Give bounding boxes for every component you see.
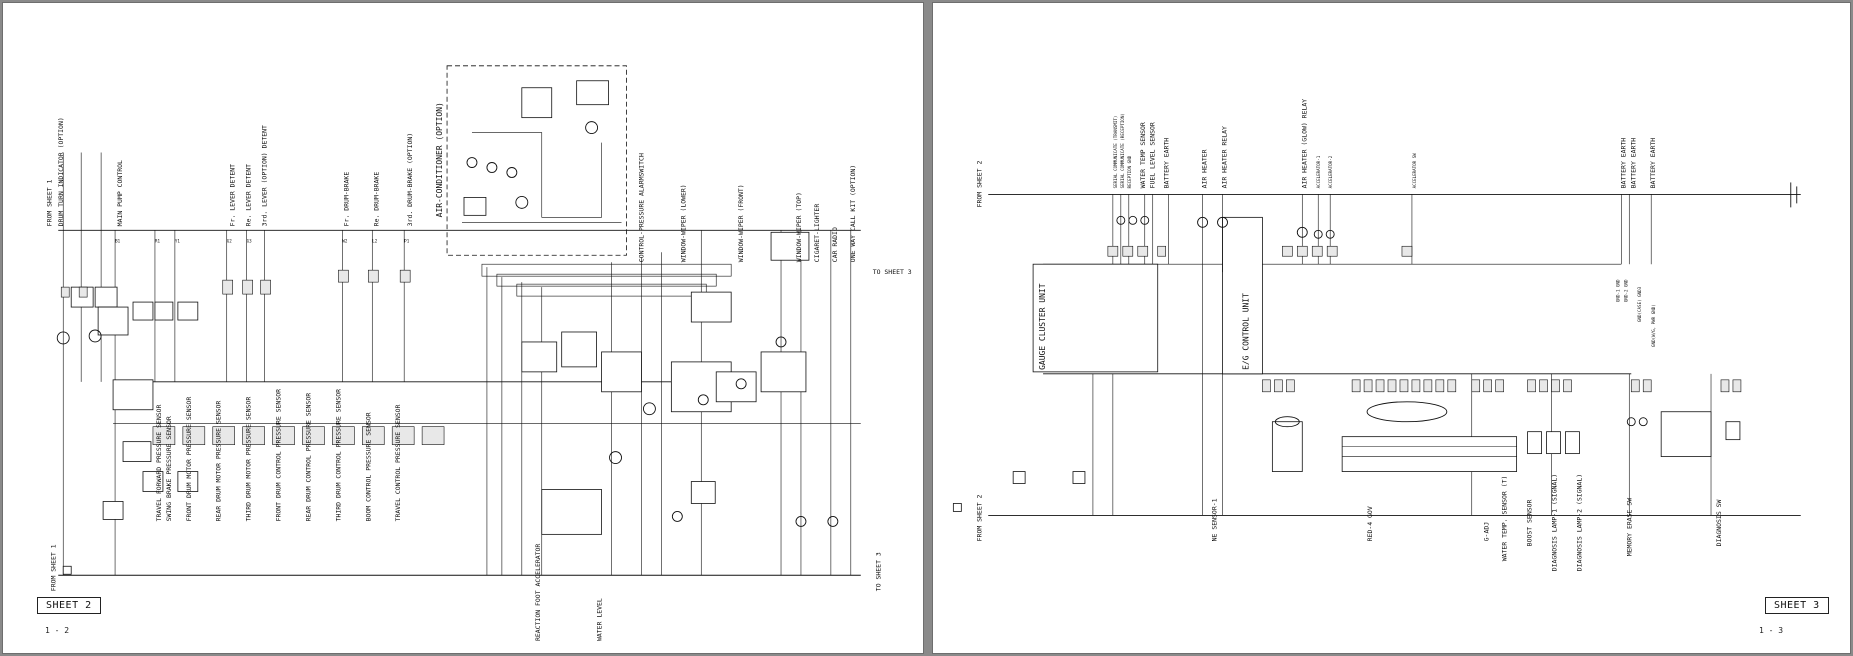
eg-control-unit-box bbox=[1222, 216, 1263, 375]
svg-text:L2: L2 bbox=[372, 238, 378, 243]
svg-text:R1: R1 bbox=[155, 238, 161, 243]
label-fr-drum-brake: Fr. DRUM-BRAKE bbox=[342, 172, 350, 227]
label-battery-earth: BATTERY EARTH bbox=[1629, 138, 1637, 189]
svg-text:G2: G2 bbox=[227, 238, 233, 243]
sensor-label: REAR DRUM CONTROL PRESSURE SENSOR bbox=[304, 393, 312, 522]
svg-text:P1: P1 bbox=[404, 238, 410, 243]
air-conditioner-circuit bbox=[462, 80, 622, 223]
label-boost-sensor: BOOST SENSOR bbox=[1526, 499, 1534, 546]
gnd-label: GND(W/G, PWR GND) bbox=[1651, 304, 1656, 347]
lower-components bbox=[952, 401, 1741, 512]
drum-turn-indicator-circuit bbox=[56, 286, 199, 345]
sensor-label: THIRD DRUM CONTROL PRESSURE SENSOR bbox=[334, 389, 342, 522]
gnd-label: GND-1 GND bbox=[1615, 279, 1620, 302]
page-number-left: 1 - 2 bbox=[45, 626, 70, 635]
top-branch-lines bbox=[62, 152, 852, 576]
wire-numbers: B1 R1 Y1 G2 G3 W2 L2 P1 bbox=[115, 238, 410, 243]
label-air-heater: AIR HEATER bbox=[1201, 149, 1209, 188]
from-sheet-2-bottom-label: FROM SHEET 2 bbox=[975, 495, 983, 542]
svg-text:B1: B1 bbox=[115, 238, 121, 243]
label-battery-earth: BATTERY EARTH bbox=[1163, 138, 1171, 189]
from-sheet-1-bottom-label: FROM SHEET 1 bbox=[49, 544, 57, 591]
sheet-2-label: SHEET 2 bbox=[37, 597, 101, 614]
sensor-label: FRONT DRUM MOTOR PRESSURE SENSOR bbox=[185, 397, 193, 522]
label-water-level: WATER LEVEL bbox=[596, 598, 604, 641]
gauge-cluster-unit-box bbox=[1032, 263, 1159, 373]
label-accelerator-2: ACCELERATOR-2 bbox=[1328, 155, 1333, 188]
sensor-connector-strip bbox=[152, 331, 656, 465]
label-re-drum-brake: Re. DRUM-BRAKE bbox=[372, 172, 380, 227]
label-red-4-gov: RED-4 GOV bbox=[1366, 506, 1374, 541]
label-reaction-foot-accelerator: REACTION FOOT ACCELERATOR bbox=[534, 544, 542, 641]
label-3rd-drum-brake: 3rd. DRUM-BRAKE (OPTION) bbox=[406, 133, 414, 226]
label-eg-control-unit: E/G CONTROL UNIT bbox=[1241, 293, 1250, 370]
page-number-right: 1 - 3 bbox=[1759, 626, 1784, 635]
sensor-label: SWING BRAKE PRESSURE SENSOR bbox=[165, 416, 173, 521]
connector-row bbox=[1262, 379, 1742, 393]
to-sheet-3-top-label: TO SHEET 3 bbox=[873, 268, 912, 276]
svg-text:W2: W2 bbox=[342, 238, 348, 243]
top-component-labels: FROM SHEET 2 SERIAL COMMUNICATE (TRANSMI… bbox=[975, 99, 1657, 208]
label-battery-earth: BATTERY EARTH bbox=[1649, 138, 1657, 189]
schematic-sheet-3: FROM SHEET 2 SERIAL COMMUNICATE (TRANSMI… bbox=[932, 2, 1851, 654]
sensor-label: THIRD DRUM MOTOR PRESSURE SENSOR bbox=[245, 397, 253, 522]
label-main-pump-control: MAIN PUMP CONTROL bbox=[116, 160, 124, 226]
label-water-temp-sensor-t: WATER TEMP. SENSOR (T) bbox=[1501, 476, 1509, 562]
top-components bbox=[1107, 215, 1413, 257]
controller-boxes bbox=[62, 379, 839, 575]
bottom-component-labels: FROM SHEET 2 NE SENSOR-1 RED-4 GOV G-ADJ… bbox=[975, 474, 1723, 571]
label-serial-transmit: SERIAL COMMUNICATE (TRANSMIT) bbox=[1113, 116, 1118, 189]
label-car-radio: CAR RADIO bbox=[831, 227, 839, 262]
label-accelerator-1: ACCELERATOR-1 bbox=[1316, 155, 1321, 188]
gnd-labels: GND-1 GND GND-2 GND GND(CASE) GND3 GND(W… bbox=[1615, 279, 1656, 347]
label-3rd-lever-detent: 3rd. LEVER (OPTION) DETENT bbox=[261, 125, 269, 226]
label-serial-reception: SERIAL COMMUNICATE (RECEPTION) bbox=[1120, 113, 1125, 188]
sensor-label: TRAVEL CONTROL PRESSURE SENSOR bbox=[394, 404, 402, 521]
sheet-3-schematic: FROM SHEET 2 SERIAL COMMUNICATE (TRANSMI… bbox=[952, 99, 1801, 571]
gnd-label: GND-2 GND bbox=[1623, 279, 1628, 302]
sheet-2-schematic: B1 R1 Y1 G2 G3 W2 L2 P1 FROM SHEET 1 DRU… bbox=[45, 65, 912, 641]
from-sheet-2-top-label: FROM SHEET 2 bbox=[975, 161, 983, 208]
label-diagnosis-sw: DIAGNOSIS SW bbox=[1715, 499, 1723, 546]
label-accelerator-sw: ACCELERATOR SW bbox=[1412, 153, 1417, 189]
label-memory-erase-sw: MEMORY ERASE SW bbox=[1625, 498, 1633, 557]
svg-text:G3: G3 bbox=[247, 238, 253, 243]
label-one-way-call-kit: ONE WAY CALL KIT (OPTION) bbox=[849, 165, 857, 262]
label-battery-earth: BATTERY EARTH bbox=[1619, 138, 1627, 189]
label-diagnosis-lamp-1: DIAGNOSIS LAMP-1 (SIGNAL) bbox=[1550, 474, 1558, 571]
schematic-sheet-2: B1 R1 Y1 G2 G3 W2 L2 P1 FROM SHEET 1 DRU… bbox=[2, 2, 924, 654]
label-gauge-cluster-unit: GAUGE CLUSTER UNIT bbox=[1038, 283, 1047, 370]
label-fr-lever-detent: Fr. LEVER DETENT bbox=[229, 164, 237, 226]
to-sheet-3-bottom-label: TO SHEET 3 bbox=[875, 552, 883, 591]
svg-text:Y1: Y1 bbox=[175, 238, 181, 243]
sensor-label: FRONT DRUM CONTROL PRESSURE SENSOR bbox=[275, 389, 283, 522]
label-cigaret-lighter: CIGARET-LIGHTER bbox=[813, 204, 821, 263]
label-air-heater-glow-relay: AIR HEATER (GLOW) RELAY bbox=[1300, 99, 1308, 189]
label-diagnosis-lamp-2: DIAGNOSIS LAMP-2 (SIGNAL) bbox=[1575, 474, 1583, 571]
sensor-label: BOOM CONTROL PRESSURE SENSOR bbox=[364, 412, 372, 521]
label-control-pressure-alarmswitch: CONTROL-PRESSURE ALARMSWITCH bbox=[637, 153, 645, 262]
gnd-label: GND(CASE) GND3 bbox=[1637, 286, 1642, 322]
air-conditioner-option-box bbox=[446, 65, 627, 256]
top-component-labels: FROM SHEET 1 DRUM TURN INDICATOR (OPTION… bbox=[45, 102, 912, 276]
top-bus-connectors bbox=[60, 269, 411, 298]
label-window-wiper-lower: WINDOW-WIPER (LOWER) bbox=[679, 184, 687, 262]
sensor-labels: TRAVEL FORWARD PRESSURE SENSOR SWING BRA… bbox=[155, 389, 402, 522]
label-air-heater-relay: AIR HEATER RELAY bbox=[1221, 126, 1229, 188]
label-reception-gnd: RECEPTION GND bbox=[1127, 155, 1132, 188]
label-drum-turn-indicator: DRUM TURN INDICATOR (OPTION) bbox=[57, 117, 65, 226]
label-g-adj: G-ADJ bbox=[1483, 522, 1491, 542]
label-window-wiper-front: WINDOW-WIPER (FRONT) bbox=[737, 184, 745, 262]
sensor-label: TRAVEL FORWARD PRESSURE SENSOR bbox=[155, 404, 163, 521]
wiper-wiring bbox=[481, 231, 810, 413]
label-ne-sensor-1: NE SENSOR-1 bbox=[1211, 498, 1219, 541]
sensor-label: REAR DRUM MOTOR PRESSURE SENSOR bbox=[215, 401, 223, 522]
label-water-temp-sensor: WATER TEMP SENSOR bbox=[1139, 122, 1147, 188]
label-fuel-level-sensor: FUEL LEVEL SENSOR bbox=[1149, 122, 1157, 188]
label-re-lever-detent: Re. LEVER DETENT bbox=[245, 164, 253, 226]
label-air-conditioner: AIR-CONDITIONER (OPTION) bbox=[435, 102, 444, 217]
label-window-wiper-top: WINDOW-WIPER (TOP) bbox=[795, 192, 803, 262]
sheet-3-label: SHEET 3 bbox=[1765, 597, 1829, 614]
from-sheet-1-top-label: FROM SHEET 1 bbox=[45, 179, 53, 226]
